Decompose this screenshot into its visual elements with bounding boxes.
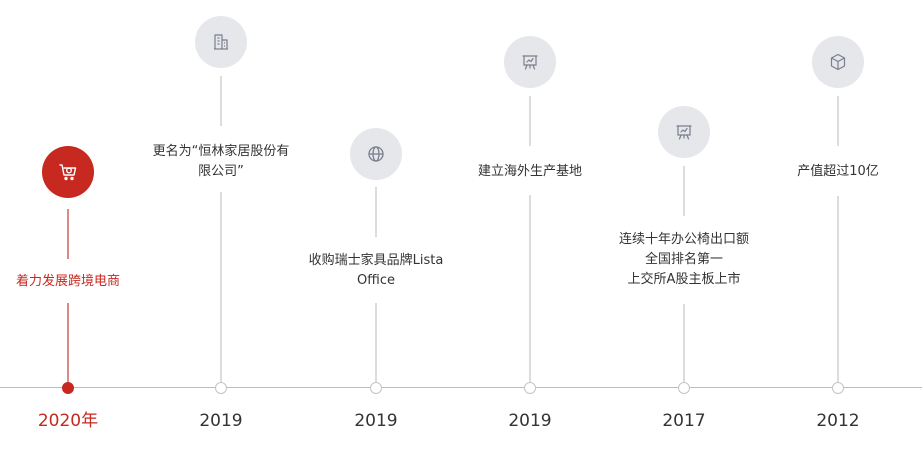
- milestone-text: 建立海外生产基地: [477, 164, 582, 179]
- presentation-board-icon[interactable]: [658, 106, 710, 158]
- timeline-dot[interactable]: [62, 382, 74, 394]
- year-label[interactable]: 2019: [199, 411, 243, 431]
- connector-line: [220, 192, 222, 388]
- connector-line: [683, 166, 685, 216]
- timeline-dot[interactable]: [524, 382, 536, 394]
- year-label[interactable]: 2020年: [37, 411, 99, 431]
- shopping-cart-icon[interactable]: [42, 146, 94, 198]
- connector-line: [375, 187, 377, 237]
- milestone-text: 更名为“恒林家居股份有 限公司”: [152, 144, 290, 179]
- timeline-dot[interactable]: [832, 382, 844, 394]
- connector-line: [375, 303, 377, 388]
- globe-icon[interactable]: [350, 128, 402, 180]
- year-label[interactable]: 2019: [354, 411, 398, 431]
- connector-line: [67, 303, 69, 388]
- year-label[interactable]: 2019: [508, 411, 552, 431]
- timeline-dot[interactable]: [370, 382, 382, 394]
- connector-line: [837, 196, 839, 388]
- year-label[interactable]: 2012: [816, 411, 860, 431]
- timeline-dot[interactable]: [678, 382, 690, 394]
- timeline-axis: [0, 387, 922, 388]
- milestone-text: 连续十年办公椅出口额 全国排名第一 上交所A股主板上市: [618, 232, 749, 287]
- presentation-board-icon[interactable]: [504, 36, 556, 88]
- milestone-text: 产值超过10亿: [797, 164, 879, 179]
- building-icon[interactable]: [195, 16, 247, 68]
- milestone-text: 着力发展跨境电商: [15, 274, 120, 289]
- milestone-text: 收购瑞士家具品牌Lista Office: [308, 253, 444, 288]
- connector-line: [529, 195, 531, 388]
- connector-line: [220, 76, 222, 126]
- connector-line: [683, 304, 685, 388]
- timeline-dot[interactable]: [215, 382, 227, 394]
- cube-icon[interactable]: [812, 36, 864, 88]
- connector-line: [529, 96, 531, 146]
- connector-line: [67, 209, 69, 259]
- year-label[interactable]: 2017: [662, 411, 706, 431]
- connector-line: [837, 96, 839, 146]
